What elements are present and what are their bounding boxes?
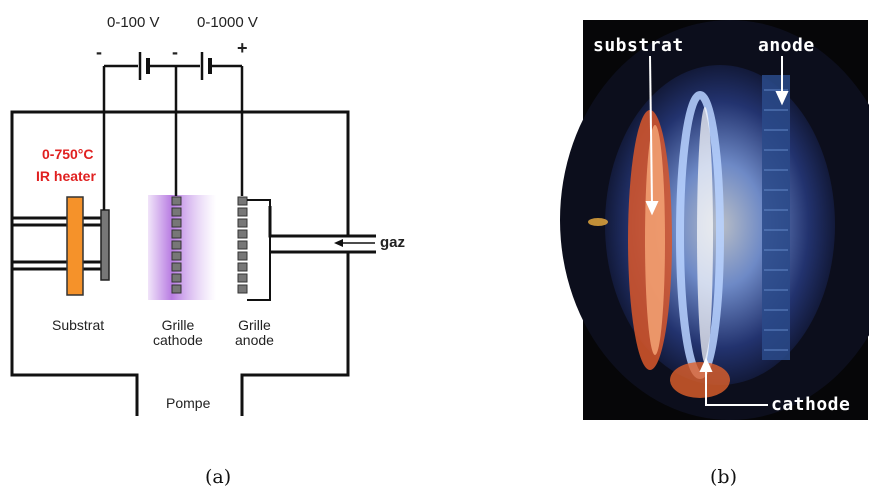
gas-arrow — [334, 239, 375, 247]
battery-high — [202, 52, 210, 80]
heater-name: IR heater — [36, 165, 96, 187]
photo-substrat-label: substrat — [593, 35, 684, 56]
pompe-label: Pompe — [166, 396, 210, 411]
heater-rods — [12, 218, 104, 269]
anode-grid — [238, 197, 247, 293]
voltage-high-label: 0-1000 V — [197, 14, 258, 31]
grille-anode-label: Grille anode — [235, 318, 274, 348]
ir-heater-block — [67, 197, 83, 295]
photo-anode-label: anode — [758, 35, 815, 56]
heater-temp-range: 0-750°C — [36, 143, 96, 165]
substrate-holder — [101, 210, 109, 280]
caption-b: (b) — [710, 466, 737, 488]
grille-cathode-line1: Grille — [153, 318, 203, 333]
grille-cathode-line2: cathode — [153, 333, 203, 348]
voltage-low-label: 0-100 V — [107, 14, 160, 31]
battery-low — [140, 52, 148, 80]
gaz-label: gaz — [380, 234, 405, 251]
substrat-label: Substrat — [52, 318, 104, 333]
grille-anode-line1: Grille — [235, 318, 274, 333]
ir-heater-label: 0-750°C IR heater — [36, 143, 96, 187]
plus-sign: + — [237, 38, 248, 59]
plasma-photo — [560, 20, 869, 420]
minus-sign-mid: - — [172, 42, 178, 63]
cathode-grid — [172, 197, 181, 293]
grille-cathode-label: Grille cathode — [153, 318, 203, 348]
gas-inlet — [270, 206, 376, 300]
anode-housing — [247, 200, 270, 300]
caption-a: (a) — [205, 466, 231, 488]
minus-sign-left: - — [96, 42, 102, 63]
photo-cathode-label: cathode — [771, 394, 850, 415]
cathode-glow — [148, 195, 216, 300]
grille-anode-line2: anode — [235, 333, 274, 348]
circuit-wires — [104, 66, 242, 210]
